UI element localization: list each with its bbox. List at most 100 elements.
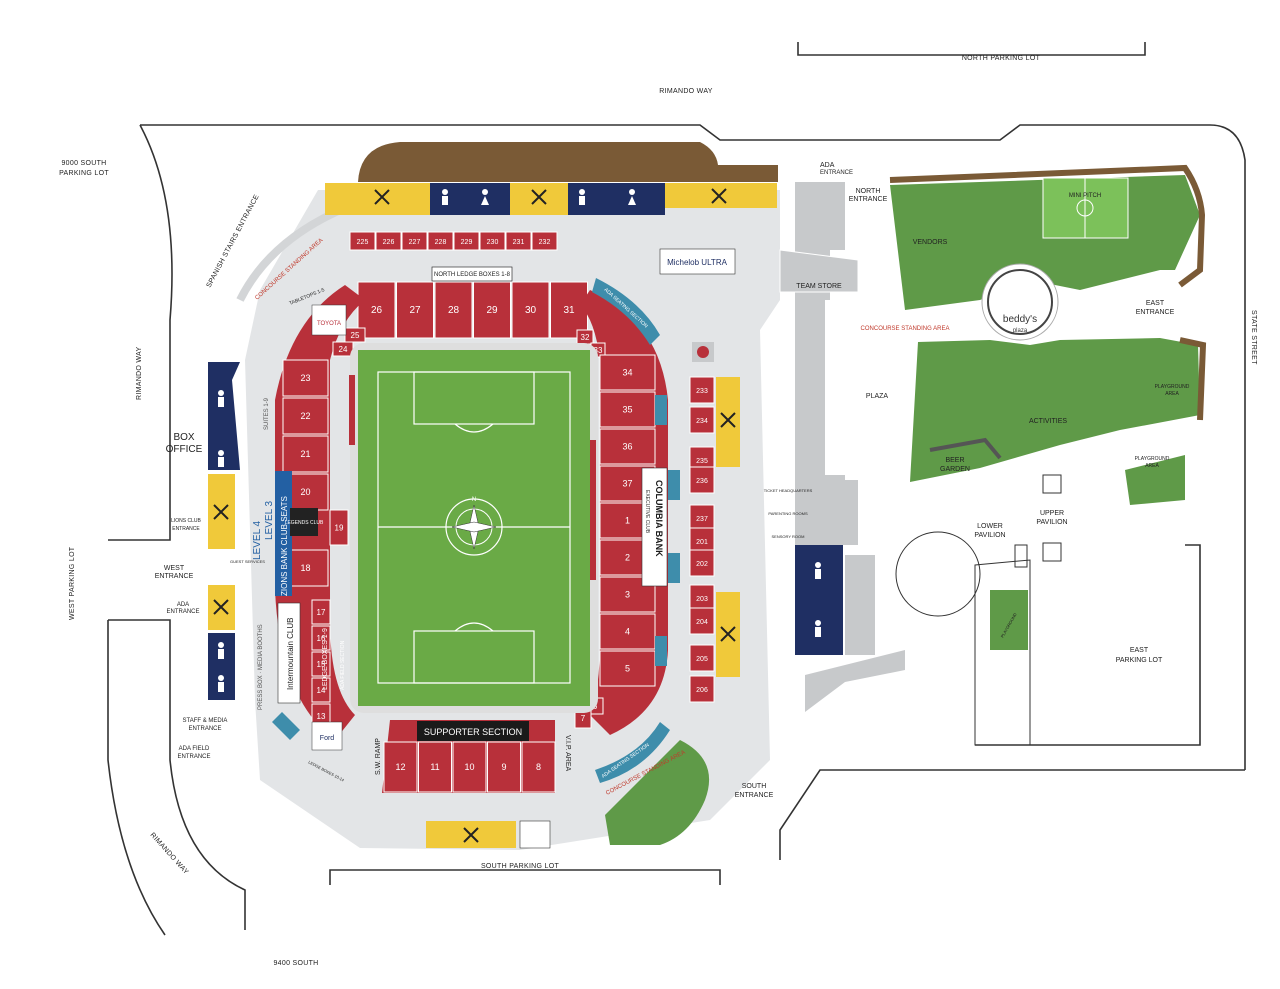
section-23[interactable]	[282, 359, 329, 397]
east-restroom-building	[795, 545, 843, 655]
section-5[interactable]	[599, 650, 656, 687]
section-203[interactable]	[689, 584, 715, 612]
section-34[interactable]	[599, 354, 656, 391]
section-8[interactable]	[521, 741, 556, 793]
section-label-4: 4	[625, 627, 630, 637]
section-232[interactable]	[531, 231, 558, 251]
level-3-label: LEVEL 3	[264, 500, 275, 540]
section-21[interactable]	[282, 435, 329, 473]
section-16[interactable]	[311, 625, 331, 651]
section-label-230: 230	[487, 239, 499, 246]
restroom-icon	[815, 562, 821, 637]
beddys-green-south	[910, 338, 1200, 482]
section-19[interactable]	[329, 509, 349, 546]
section-228[interactable]	[427, 231, 454, 251]
concourse-ring	[236, 204, 347, 302]
lower-pavilion-label-1: LOWER	[977, 523, 1003, 530]
state-street-label: STATE STREET	[1250, 310, 1257, 365]
section-231[interactable]	[505, 231, 532, 251]
beddys-sub: plaza	[1013, 328, 1028, 334]
section-27[interactable]	[396, 281, 434, 339]
compass-icon: N	[451, 497, 497, 550]
section-label-204: 204	[696, 619, 708, 626]
first-aid-icon	[697, 346, 709, 358]
playground-east-label-2: AREA	[1145, 463, 1159, 469]
columbia-bank-sub: EXECUTIVE CLUB	[644, 490, 650, 534]
west-entrance-label-1: WEST	[164, 565, 185, 572]
box-office-label-1: BOX	[173, 432, 194, 443]
lions-club-label-1: LIONS CLUB	[171, 518, 201, 524]
playground-south	[990, 590, 1028, 650]
ada-west-label-2: ENTRANCE	[166, 609, 199, 615]
vip-area-label: V.I.P. AREA	[564, 735, 571, 772]
supporter-section-label: SUPPORTER SECTION	[424, 727, 522, 737]
north-ledge-boxes-label: NORTH LEDGE BOXES 1-8	[434, 272, 511, 278]
east-entrance-label-2: ENTRANCE	[1136, 309, 1175, 316]
toyota-box	[311, 304, 347, 336]
section-label-31: 31	[563, 305, 575, 316]
ada-tags	[272, 395, 680, 740]
west-parking-lot-label: WEST PARKING LOT	[69, 546, 76, 620]
section-label-205: 205	[696, 656, 708, 663]
north-concessions	[325, 183, 777, 215]
section-14[interactable]	[311, 677, 331, 703]
section-30[interactable]	[511, 281, 550, 339]
section-226[interactable]	[375, 231, 402, 251]
section-4[interactable]	[599, 613, 656, 650]
section-label-37: 37	[622, 479, 632, 489]
rimando-way-bottom-label: RIMANDO WAY	[149, 832, 190, 876]
east-parking-label-1: EAST	[1130, 647, 1149, 654]
section-15[interactable]	[311, 651, 331, 677]
staff-media-label-1: STAFF & MEDIA	[183, 718, 228, 724]
section-204[interactable]	[689, 607, 715, 635]
section-label-235: 235	[696, 458, 708, 465]
north-ledge-boxes	[431, 266, 513, 282]
section-206[interactable]	[689, 675, 715, 703]
section-237[interactable]	[689, 504, 715, 532]
pavilion-table	[1042, 474, 1062, 494]
section-233[interactable]	[689, 376, 715, 404]
beer-garden-label-1: BEER	[945, 457, 964, 464]
section-35[interactable]	[599, 391, 656, 428]
section-229[interactable]	[453, 231, 480, 251]
lower-pavilion-circle	[895, 531, 981, 617]
north-berm	[358, 142, 778, 182]
activities-label: ACTIVITIES	[1029, 418, 1067, 425]
section-12[interactable]	[383, 741, 418, 793]
section-17[interactable]	[311, 599, 331, 625]
section-29[interactable]	[473, 281, 511, 339]
supporter-section	[417, 721, 529, 741]
section-236[interactable]	[689, 466, 715, 494]
ledge-strip-east	[590, 440, 596, 580]
ada-field-label-2: ENTRANCE	[177, 754, 210, 760]
road-lines	[107, 42, 1246, 936]
west-building-top	[208, 362, 240, 470]
section-9[interactable]	[487, 741, 521, 793]
level-4-label: LEVEL 4	[252, 520, 263, 560]
section-234[interactable]	[689, 406, 715, 434]
section-label-225: 225	[357, 239, 369, 246]
section-36[interactable]	[599, 428, 656, 465]
section-28[interactable]	[434, 281, 473, 339]
ledge-strip	[349, 375, 355, 445]
section-10[interactable]	[452, 741, 487, 793]
section-202[interactable]	[689, 549, 715, 577]
section-22[interactable]	[282, 397, 329, 435]
corridor-east	[845, 480, 858, 545]
section-label-203: 203	[696, 596, 708, 603]
section-label-27: 27	[409, 305, 421, 316]
lions-club-label-2: ENTRANCE	[172, 526, 200, 532]
pavilion-stairs	[1014, 544, 1028, 568]
section-225[interactable]	[349, 231, 376, 251]
south-parking-lot-label: SOUTH PARKING LOT	[481, 863, 560, 870]
rimando-way-top-label: RIMANDO WAY	[659, 88, 712, 95]
south-9400-label: 9400 SOUTH	[273, 960, 318, 967]
section-11[interactable]	[418, 741, 452, 793]
section-205[interactable]	[689, 644, 715, 672]
guest-services-west-label: GUEST SERVICES	[230, 559, 265, 564]
section-230[interactable]	[479, 231, 506, 251]
section-227[interactable]	[401, 231, 428, 251]
